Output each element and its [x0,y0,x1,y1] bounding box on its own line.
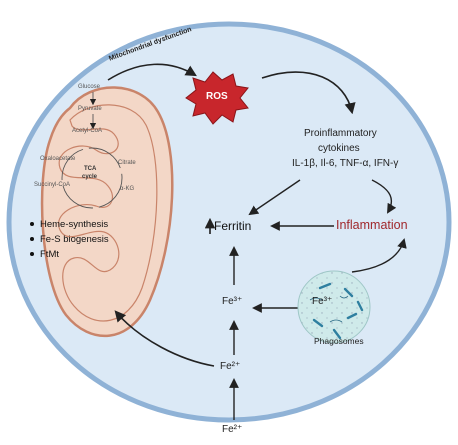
inflammation-label: Inflammation [336,218,408,232]
phagosome-fibers [309,295,349,323]
fe2-to-mitochondrion-arrow [114,310,215,367]
phagosome-to-inflammation-arrow [351,238,407,273]
tca-label-line1: TCA [84,166,97,172]
fe2-outer-label: Fe²⁺ [222,424,243,435]
tca-label-line2: cycle [82,174,98,180]
ros-to-cytokines-arrow [261,71,356,115]
akg-label: α-KG [120,186,135,192]
cytokines-to-inflammation-arrow [371,179,397,214]
mitochondrion-outer [40,86,174,338]
function-item: FtMt [30,247,109,262]
pyruvate-label: Pyruvate [78,106,102,112]
function-item: Heme-synthesis [30,217,109,232]
function-item: Fe-S biogenesis [30,232,109,247]
phagosomes-label: Phagosomes [314,336,364,346]
cytokines-line1: Proinflammatory [304,128,377,139]
phagosome-texture [298,271,370,343]
mitochondrion-cristae [57,104,158,322]
ros-burst [185,71,249,125]
cytokines-to-ferritin-arrow [248,179,301,216]
cytokines-line3: IL-1β, Il-6, TNF-α, IFN-γ [292,158,399,169]
fe2-inner-label: Fe²⁺ [220,361,241,372]
ros-label: ROS [206,91,228,102]
acetylcoa-label: Acetyl-CoA [72,128,103,134]
glucose-label: Glucose [78,84,101,90]
tca-cycle-ring [61,147,123,209]
phagosome-bacteria [312,282,364,340]
fe3-phagosome-label: Fe³⁺ [312,296,333,307]
mito-dysfunction-arrow [107,63,197,81]
succinylcoa-label: Succinyl-CoA [34,182,71,188]
cytokines-line2: cytokines [318,143,360,154]
oxaloacetate-label: Oxaloacetate [40,156,76,162]
ferritin-label: Ferritin [214,219,252,233]
fe3-label: Fe³⁺ [222,296,243,307]
citrate-label: Citrate [118,160,136,166]
mitochondrial-functions-list: Heme-synthesis Fe-S biogenesis FtMt [30,217,109,262]
